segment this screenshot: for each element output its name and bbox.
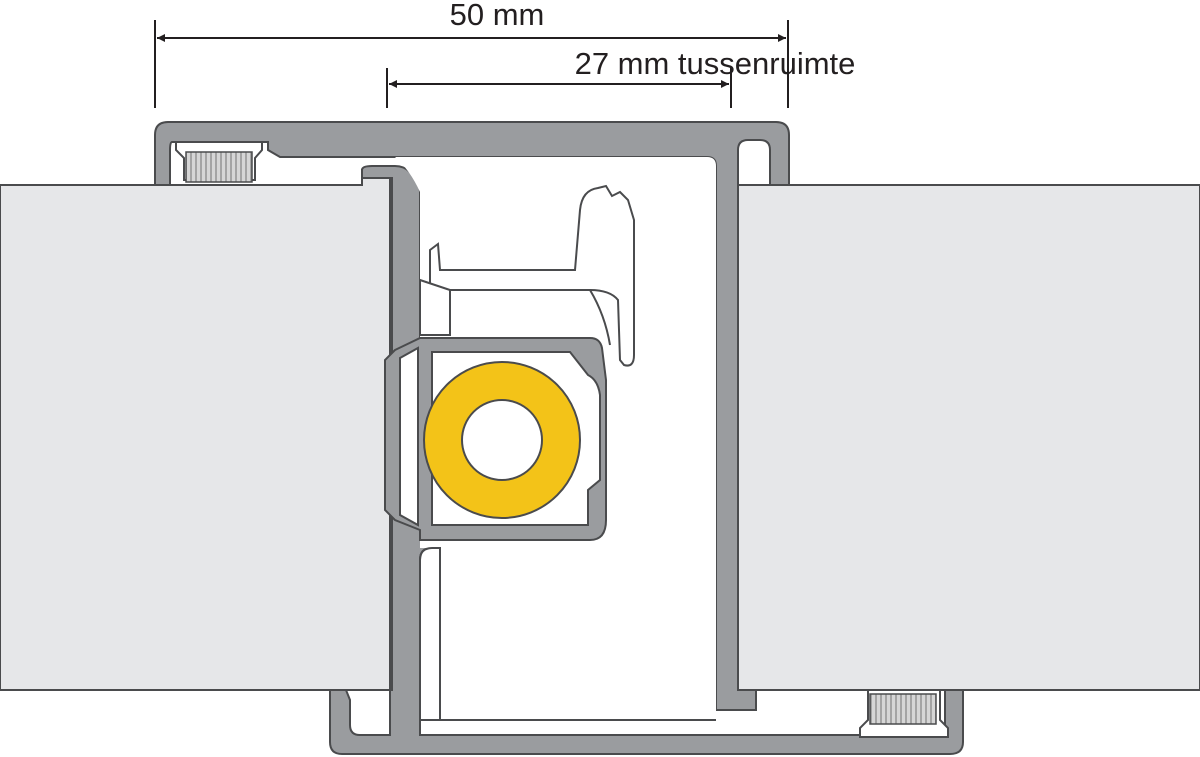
brush-seal-top: [175, 141, 263, 183]
left-door-panel: [0, 169, 391, 691]
guide-profile: [419, 184, 635, 367]
right-door-panel: [731, 184, 1200, 691]
dimension-overall: 50 mm: [154, 0, 789, 108]
dimension-gap: 27 mm tussenruimte: [386, 46, 856, 108]
cable-ring: [423, 361, 581, 519]
overall-width-label: 50 mm: [450, 0, 545, 32]
brush-seal-bottom: [859, 689, 949, 738]
gap-width-label: 27 mm tussenruimte: [575, 46, 856, 81]
